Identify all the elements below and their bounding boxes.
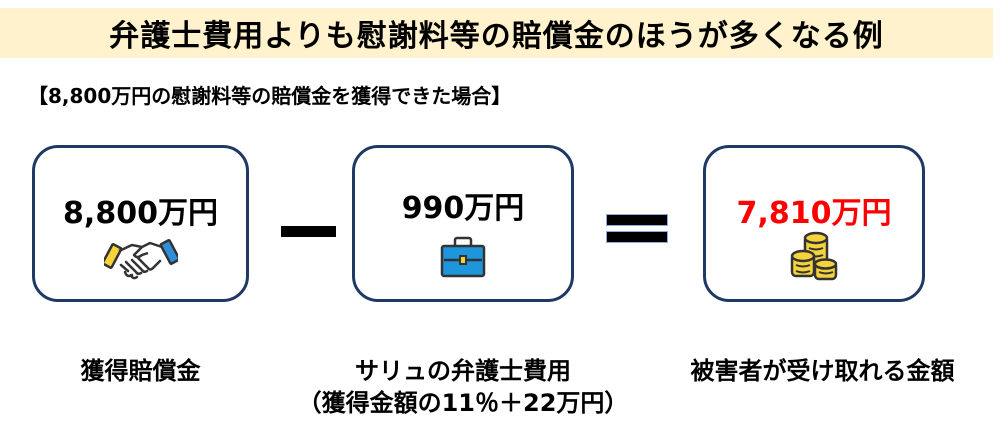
compensation-box: 8,800万円 [32,145,249,302]
received-amount-label: 被害者が受け取れる金額 [650,355,995,387]
lawyer-fee-box: 990万円 [352,145,574,302]
equals-sign-top-bar [606,214,668,226]
compensation-label-text: 獲得賠償金 [80,357,201,385]
scenario-subtitle: 【8,800万円の慰謝料等の賠償金を獲得できた場合】 [28,84,512,108]
received-amount-box: 7,810万円 [703,145,925,302]
briefcase-icon [439,236,487,282]
lawyer-fee-label: サリュの弁護士費用 （獲得金額の11％＋22万円） [262,355,664,419]
lawyer-fee-amount: 990万円 [401,191,525,226]
equals-sign-bottom-bar [606,231,668,243]
coins-icon [789,230,839,286]
minus-sign [281,226,336,237]
page-title: 弁護士費用よりも慰謝料等の賠償金のほうが多くなる例 [109,19,884,54]
compensation-label: 獲得賠償金 [32,355,249,387]
title-banner: 弁護士費用よりも慰謝料等の賠償金のほうが多くなる例 [0,8,993,58]
received-amount: 7,810万円 [736,196,892,231]
compensation-amount: 8,800万円 [63,196,218,231]
received-amount-label-text: 被害者が受け取れる金額 [690,357,955,385]
lawyer-fee-label-text: サリュの弁護士費用 [355,357,571,385]
lawyer-fee-formula: （獲得金額の11％＋22万円） [297,389,629,417]
handshake-icon [101,233,180,287]
